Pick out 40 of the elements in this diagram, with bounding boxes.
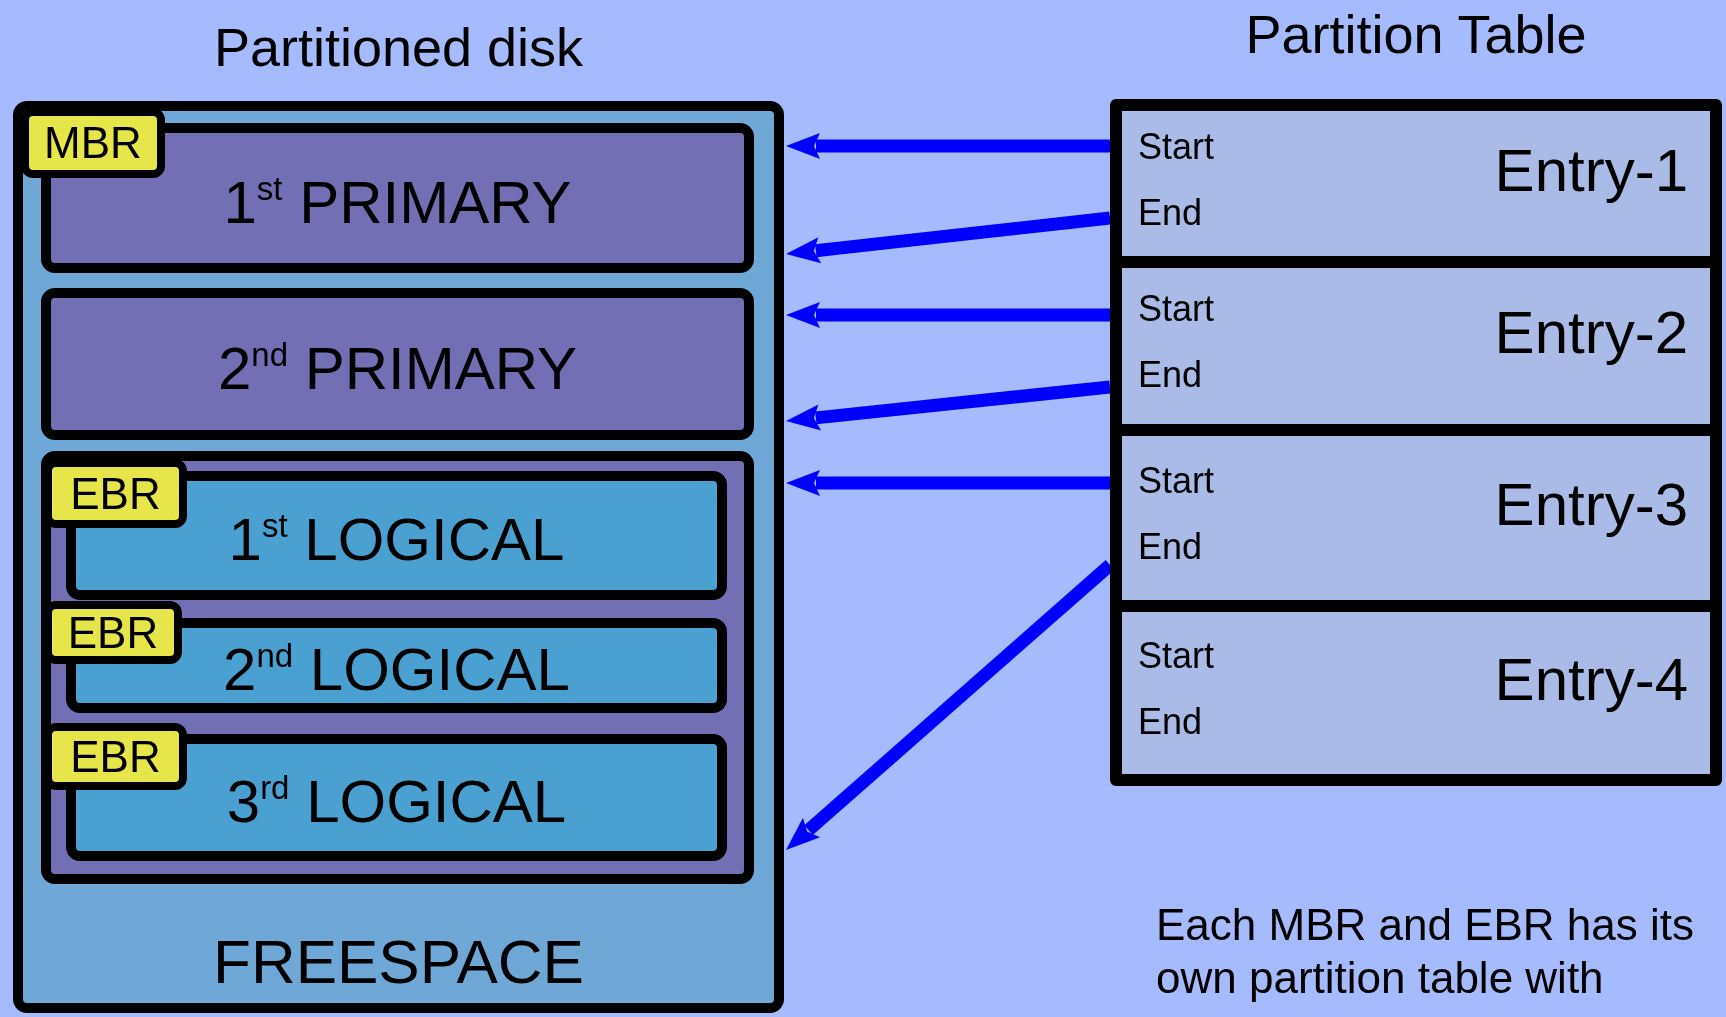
table-entry-row	[1122, 111, 1710, 256]
table-entry-row	[1122, 436, 1710, 600]
partition-box	[41, 288, 754, 440]
extended-partition-box	[41, 451, 754, 884]
heading: Partitioned disk	[212, 16, 585, 79]
record-label: MBR	[43, 118, 143, 169]
partition-label: 3$^{rd}$ LOGICAL	[225, 767, 568, 836]
arrow	[786, 133, 1110, 159]
entry-label: Entry-4	[1494, 645, 1688, 714]
partition-box	[66, 734, 727, 861]
arrow	[786, 380, 1111, 431]
partition-box	[66, 471, 727, 600]
entry-label: Entry-2	[1494, 298, 1688, 367]
partition-box	[66, 618, 727, 713]
field-label: End	[1138, 354, 1203, 396]
heading: Partition Table	[1244, 3, 1588, 66]
arrow	[786, 211, 1111, 264]
field-label: End	[1138, 526, 1203, 568]
partition-label: 1$^{st}$ PRIMARY	[222, 167, 573, 237]
partition-label: 2$^{nd}$ LOGICAL	[222, 635, 571, 704]
arrow	[786, 470, 1110, 496]
field-label: Start	[1138, 125, 1215, 167]
partition-label: 1$^{st}$ LOGICAL	[227, 505, 566, 574]
field-label: Start	[1138, 460, 1215, 502]
arrow	[786, 302, 1110, 328]
record-label: EBR	[69, 468, 162, 520]
field-label: End	[1138, 701, 1203, 743]
record-label: EBR	[69, 731, 162, 783]
partition-label: 2$^{nd}$ PRIMARY	[216, 333, 579, 403]
table-entry-row	[1122, 612, 1710, 774]
record-label: EBR	[66, 607, 160, 659]
partition-box	[41, 123, 754, 273]
note-text: Each MBR and EBR has its own partition table with	[1156, 899, 1695, 1004]
field-label: End	[1138, 191, 1203, 233]
table-entry-row	[1122, 268, 1710, 424]
field-label: Start	[1138, 288, 1215, 330]
region-label: FREESPACE	[212, 926, 585, 998]
entry-label: Entry-1	[1494, 135, 1688, 205]
entry-label: Entry-3	[1494, 470, 1688, 539]
field-label: Start	[1138, 635, 1215, 677]
